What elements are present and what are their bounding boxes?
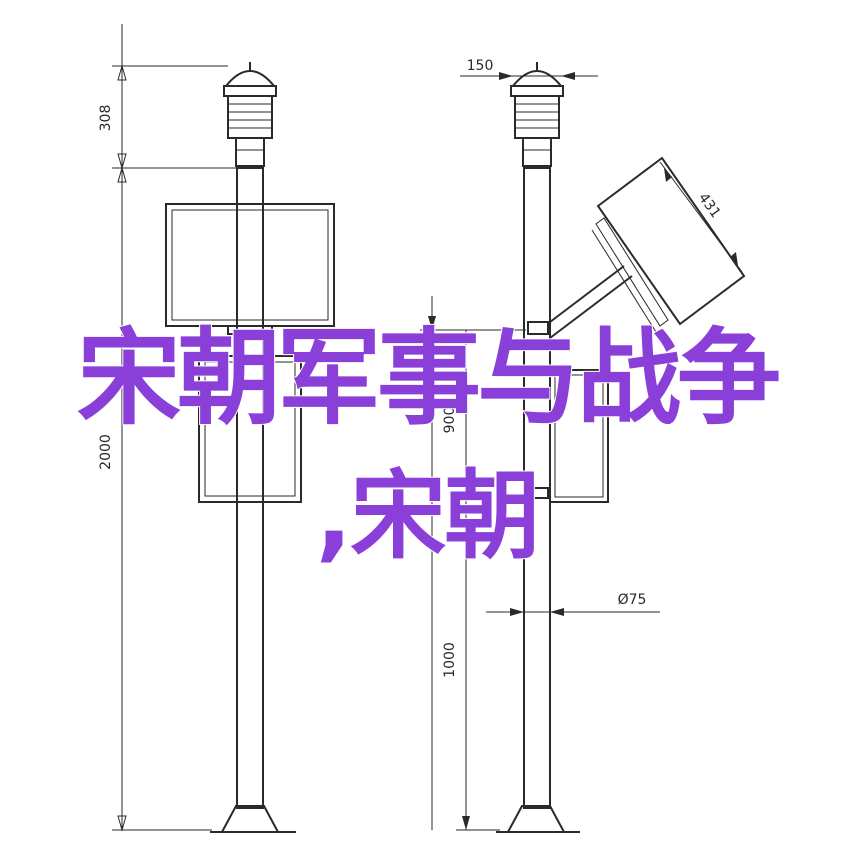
dim-label-431: 431	[695, 190, 724, 221]
solar-panel	[591, 156, 746, 333]
left-dimensions: 308 2000	[98, 24, 238, 832]
overlay-title-line-1: 宋朝军事与战争	[76, 317, 782, 439]
solar-panel-arm	[527, 265, 633, 339]
left-pole-assembly	[165, 62, 335, 833]
dim-label-308: 308	[98, 105, 114, 132]
overlay-title-line-2: ,宋朝	[315, 460, 541, 572]
left-pole-base	[210, 805, 296, 833]
left-display-panel	[165, 203, 335, 335]
dim-label-900: 900	[442, 407, 458, 434]
dim-label-d75: Ø75	[618, 592, 647, 608]
dim-label-2000: 2000	[98, 434, 114, 470]
right-cabinet	[527, 369, 609, 503]
left-cabinet	[198, 355, 302, 503]
dim-label-1000: 1000	[442, 642, 458, 678]
left-pole-shaft	[236, 167, 264, 809]
dim-label-150: 150	[467, 58, 494, 74]
right-sensor-head	[510, 62, 564, 167]
right-pole-assembly	[496, 62, 746, 833]
left-sensor-head	[223, 62, 277, 167]
right-dimensions: 150 431 900 1000 Ø75	[420, 58, 743, 831]
